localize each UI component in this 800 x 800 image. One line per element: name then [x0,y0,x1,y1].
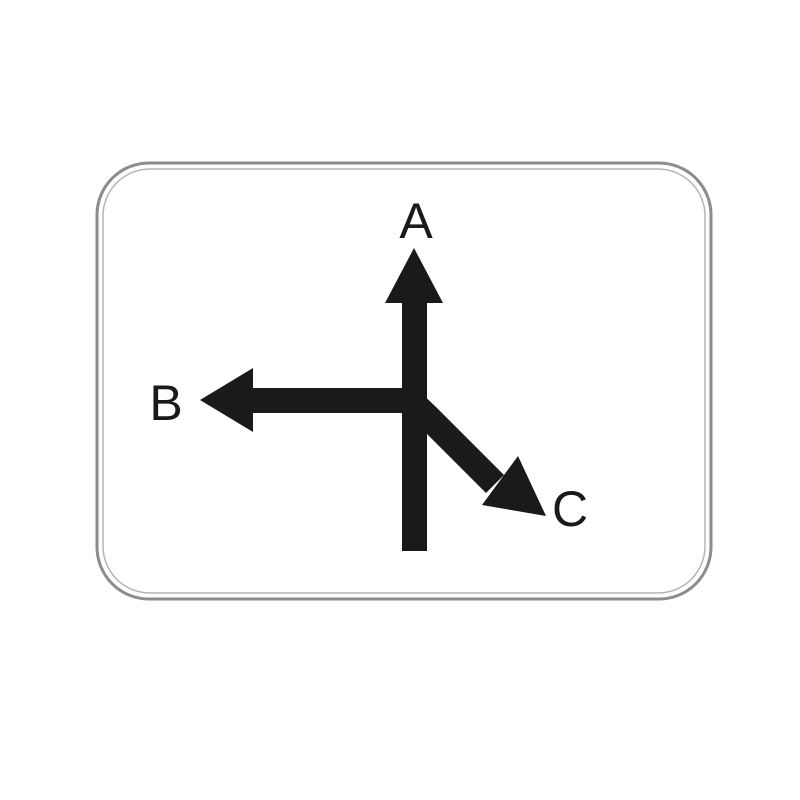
sign-border-inner [102,168,706,594]
label-a: A [399,193,433,249]
arrow-group [200,248,546,551]
arrow-c-shaft [402,390,504,493]
arrow-b-head [200,368,253,432]
arrow-c-head [482,456,546,516]
arrow-b-shaft [250,388,427,413]
label-c: C [552,481,588,537]
arrow-a-head [385,248,443,303]
label-b: B [149,375,182,431]
